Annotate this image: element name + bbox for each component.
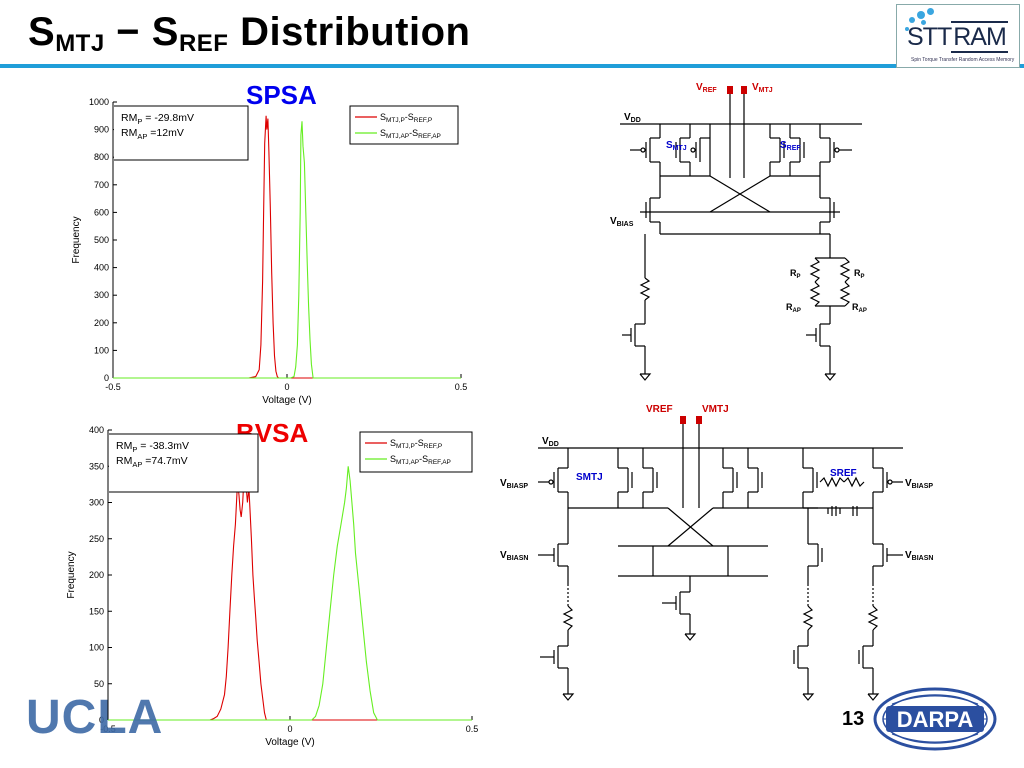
x-axis-label: Voltage (V) (265, 737, 314, 748)
annotation-rmap: RMAP =12mV (121, 127, 184, 141)
darpa-logo-text: DARPA (897, 707, 974, 732)
schem1-rp-left: RP (790, 268, 801, 280)
x-tick-label: -0.5 (105, 382, 121, 392)
schem2-smtj-label: SMTJ (576, 472, 603, 483)
legend-label-2: SMTJ,AP-SREF,AP (390, 454, 451, 466)
series-line-1 (113, 115, 461, 379)
schem2-vref-label: VREF (646, 404, 673, 415)
schem2-vdd-label: VDD (542, 436, 559, 448)
y-tick-label: 400 (94, 263, 109, 273)
y-tick-label: 250 (89, 534, 104, 544)
series-line-1 (108, 469, 472, 721)
page-title: SMTJ − SREF Distribution (28, 10, 471, 57)
x-tick-label: 0 (284, 382, 289, 392)
series-line-2 (108, 466, 472, 721)
schem1-vref-label: VREF (696, 82, 717, 94)
x-tick-label: 0.5 (455, 382, 468, 392)
y-tick-label: 800 (94, 152, 109, 162)
sttram-logo: STTRAM Spin Torque Transfer Random Acces… (896, 4, 1020, 68)
y-tick-label: 900 (94, 125, 109, 135)
y-tick-label: 200 (89, 570, 104, 580)
page-number: 13 (842, 708, 865, 730)
annotation-rmp: RMP = -29.8mV (121, 112, 194, 126)
y-tick-label: 350 (89, 461, 104, 471)
darpa-logo: DARPA (873, 687, 997, 751)
annotation-rmp: RMP = -38.3mV (116, 440, 189, 454)
y-tick-label: 50 (94, 679, 104, 689)
title-divider (0, 64, 1024, 68)
y-tick-label: 100 (94, 345, 109, 355)
schem1-rap-right: RAP (852, 302, 867, 314)
schem1-vbias-label: VBIAS (610, 216, 634, 228)
y-tick-label: 0 (104, 373, 109, 383)
y-tick-label: 0 (99, 715, 104, 725)
x-tick-label: 0.5 (466, 724, 479, 734)
y-tick-label: 300 (89, 498, 104, 508)
schem2-vmtj-label: VMTJ (702, 404, 729, 415)
x-tick-label: 0 (287, 724, 292, 734)
x-tick-label: -0.5 (100, 724, 116, 734)
schem2-sref-label: SREF (830, 468, 857, 479)
y-axis-label: Frequency (66, 551, 77, 598)
schem1-rap-left: RAP (786, 302, 801, 314)
y-tick-label: 500 (94, 235, 109, 245)
schem1-rp-right: RP (854, 268, 865, 280)
spsa-schematic: VREF VMTJ VDD SMTJ SREF VBIAS RP RP RAP … (610, 82, 867, 381)
legend-box (349, 105, 459, 145)
schem2-vbiasp-left: VBIASP (500, 478, 528, 490)
schem1-vmtj-label: VMTJ (752, 82, 773, 94)
schem1-smtj-label: SMTJ (666, 140, 687, 152)
legend-label-1: SMTJ,P-SREF,P (380, 112, 432, 124)
legend-box (359, 431, 473, 473)
y-tick-label: 100 (89, 643, 104, 653)
series-line-2 (113, 121, 461, 379)
schem2-vbiasn-left: VBIASN (500, 550, 528, 562)
y-tick-label: 700 (94, 180, 109, 190)
y-tick-label: 200 (94, 318, 109, 328)
annotation-rmap: RMAP =74.7mV (116, 455, 188, 469)
spsa-label: SPSA (246, 80, 317, 110)
y-tick-label: 600 (94, 207, 109, 217)
bvsa-schematic: VREF VMTJ VDD SMTJ SREF VBIASP VBIASP VB… (500, 404, 933, 701)
legend-label-1: SMTJ,P-SREF,P (390, 438, 442, 450)
schem1-sref-label: SREF (780, 140, 801, 152)
ucla-logo: UCLA (26, 691, 164, 744)
annotation-box (109, 433, 259, 493)
schem1-vdd-label: VDD (624, 112, 641, 124)
y-tick-label: 1000 (89, 97, 109, 107)
y-axis-label: Frequency (71, 216, 82, 263)
legend-label-2: SMTJ,AP-SREF,AP (380, 128, 441, 140)
schem2-vbiasn-right: VBIASN (905, 550, 933, 562)
annotation-box (114, 105, 249, 161)
x-axis-label: Voltage (V) (262, 395, 311, 406)
y-tick-label: 400 (89, 425, 104, 435)
schem2-vbiasp-right: VBIASP (905, 478, 933, 490)
y-tick-label: 150 (89, 606, 104, 616)
y-tick-label: 300 (94, 290, 109, 300)
